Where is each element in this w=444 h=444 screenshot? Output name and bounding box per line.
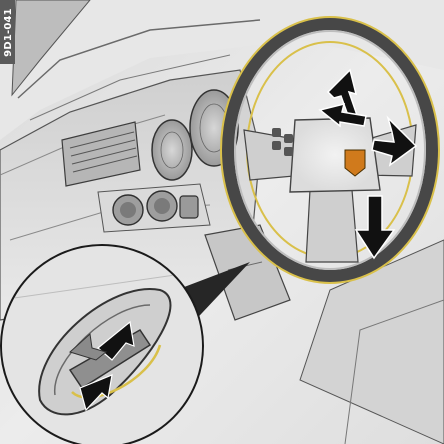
light-switch-knobs: [98, 184, 210, 232]
figure-code-badge: [0, 0, 15, 64]
wheel-hub: [290, 118, 380, 192]
gauge-left: [152, 120, 192, 180]
knob-right: [180, 196, 198, 218]
